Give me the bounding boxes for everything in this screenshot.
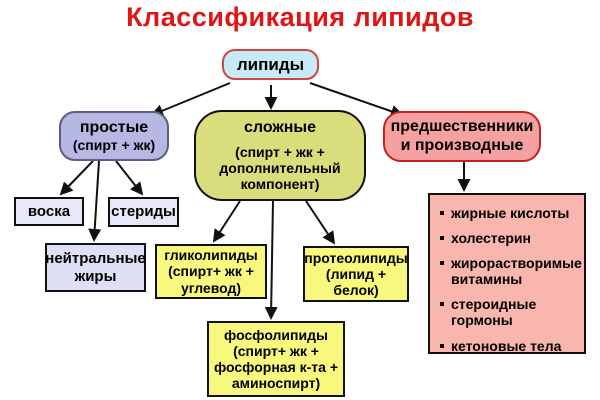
node-lipids: липиды bbox=[222, 49, 319, 80]
node-lipids-label: липиды bbox=[236, 54, 305, 74]
node-proteolipids: протеолипиды (липид + белок) bbox=[303, 246, 409, 302]
list-item: жирорастворимые витамины bbox=[440, 255, 582, 287]
node-glycolipids: гликолипиды (спирт+ жк + углевод) bbox=[155, 244, 267, 299]
node-neutral-fats: нейтральные жиры bbox=[45, 243, 146, 292]
node-glycolipids-title: гликолипиды bbox=[164, 247, 258, 264]
arrow-complex-to-glycolipids bbox=[212, 200, 241, 243]
node-simple-formula: (спирт + жк) bbox=[72, 137, 156, 154]
list-item: кетоновые тела bbox=[440, 338, 576, 354]
arrow-complex-to-phospholipids bbox=[264, 200, 278, 320]
list-item-label: холестерин bbox=[451, 230, 531, 247]
node-waxes-label: воска bbox=[27, 202, 71, 220]
node-precursors-title: предшественники и производные bbox=[390, 118, 534, 154]
arrow-simple-to-waxes bbox=[59, 160, 94, 196]
arrow-complex-to-proteolipids bbox=[305, 200, 336, 245]
arrow-simple-to-sterids bbox=[115, 160, 144, 196]
diagram-title: Классификация липидов bbox=[126, 2, 474, 32]
node-complex-lipids: сложные (спирт + жк + дополнительный ком… bbox=[194, 110, 366, 201]
list-item-label: стероидные гормоны bbox=[451, 296, 537, 329]
node-glycolipids-formula: (спирт+ жк + углевод) bbox=[168, 263, 254, 296]
bullet-icon bbox=[440, 343, 444, 348]
node-complex-formula: (спирт + жк + дополнительный компонент) bbox=[219, 144, 341, 193]
precursors-list: жирные кислоты холестерин жирорастворимы… bbox=[440, 205, 582, 354]
node-neutral-fats-label: нейтральные жиры bbox=[45, 250, 146, 285]
node-phospholipids-title: фосфолипиды bbox=[224, 326, 328, 343]
list-item: жирные кислоты bbox=[440, 205, 576, 221]
node-waxes: воска bbox=[14, 197, 84, 226]
list-item-label: жирорастворимые витамины bbox=[451, 255, 582, 288]
node-simple-lipids: простые (спирт + жк) bbox=[59, 111, 169, 161]
node-complex-title: сложные bbox=[244, 118, 316, 136]
node-simple-title: простые bbox=[79, 118, 149, 136]
bullet-icon bbox=[440, 302, 444, 307]
node-sterids: стериды bbox=[108, 197, 179, 227]
bullet-icon bbox=[440, 211, 444, 215]
node-proteolipids-formula: (липид + белок) bbox=[325, 265, 387, 299]
node-proteolipids-title: протеолипиды bbox=[304, 249, 408, 266]
arrow-simple-to-neutral-fats bbox=[88, 160, 102, 242]
list-item: стероидные гормоны bbox=[440, 296, 576, 328]
bullet-icon bbox=[440, 261, 444, 266]
list-item-label: кетоновые тела bbox=[451, 337, 562, 354]
node-precursors: предшественники и производные bbox=[383, 111, 541, 162]
node-phospholipids: фосфолипиды (спирт+ жк + фосфорная к-та … bbox=[207, 321, 345, 397]
precursors-derivatives-list: жирные кислоты холестерин жирорастворимы… bbox=[428, 193, 586, 354]
bullet-icon bbox=[440, 236, 444, 241]
node-sterids-label: стериды bbox=[111, 203, 176, 221]
list-item: холестерин bbox=[440, 230, 576, 246]
node-phospholipids-formula: (спирт+ жк + фосфорная к-та + аминоспирт… bbox=[213, 342, 339, 392]
list-item-label: жирные кислоты bbox=[451, 205, 570, 221]
